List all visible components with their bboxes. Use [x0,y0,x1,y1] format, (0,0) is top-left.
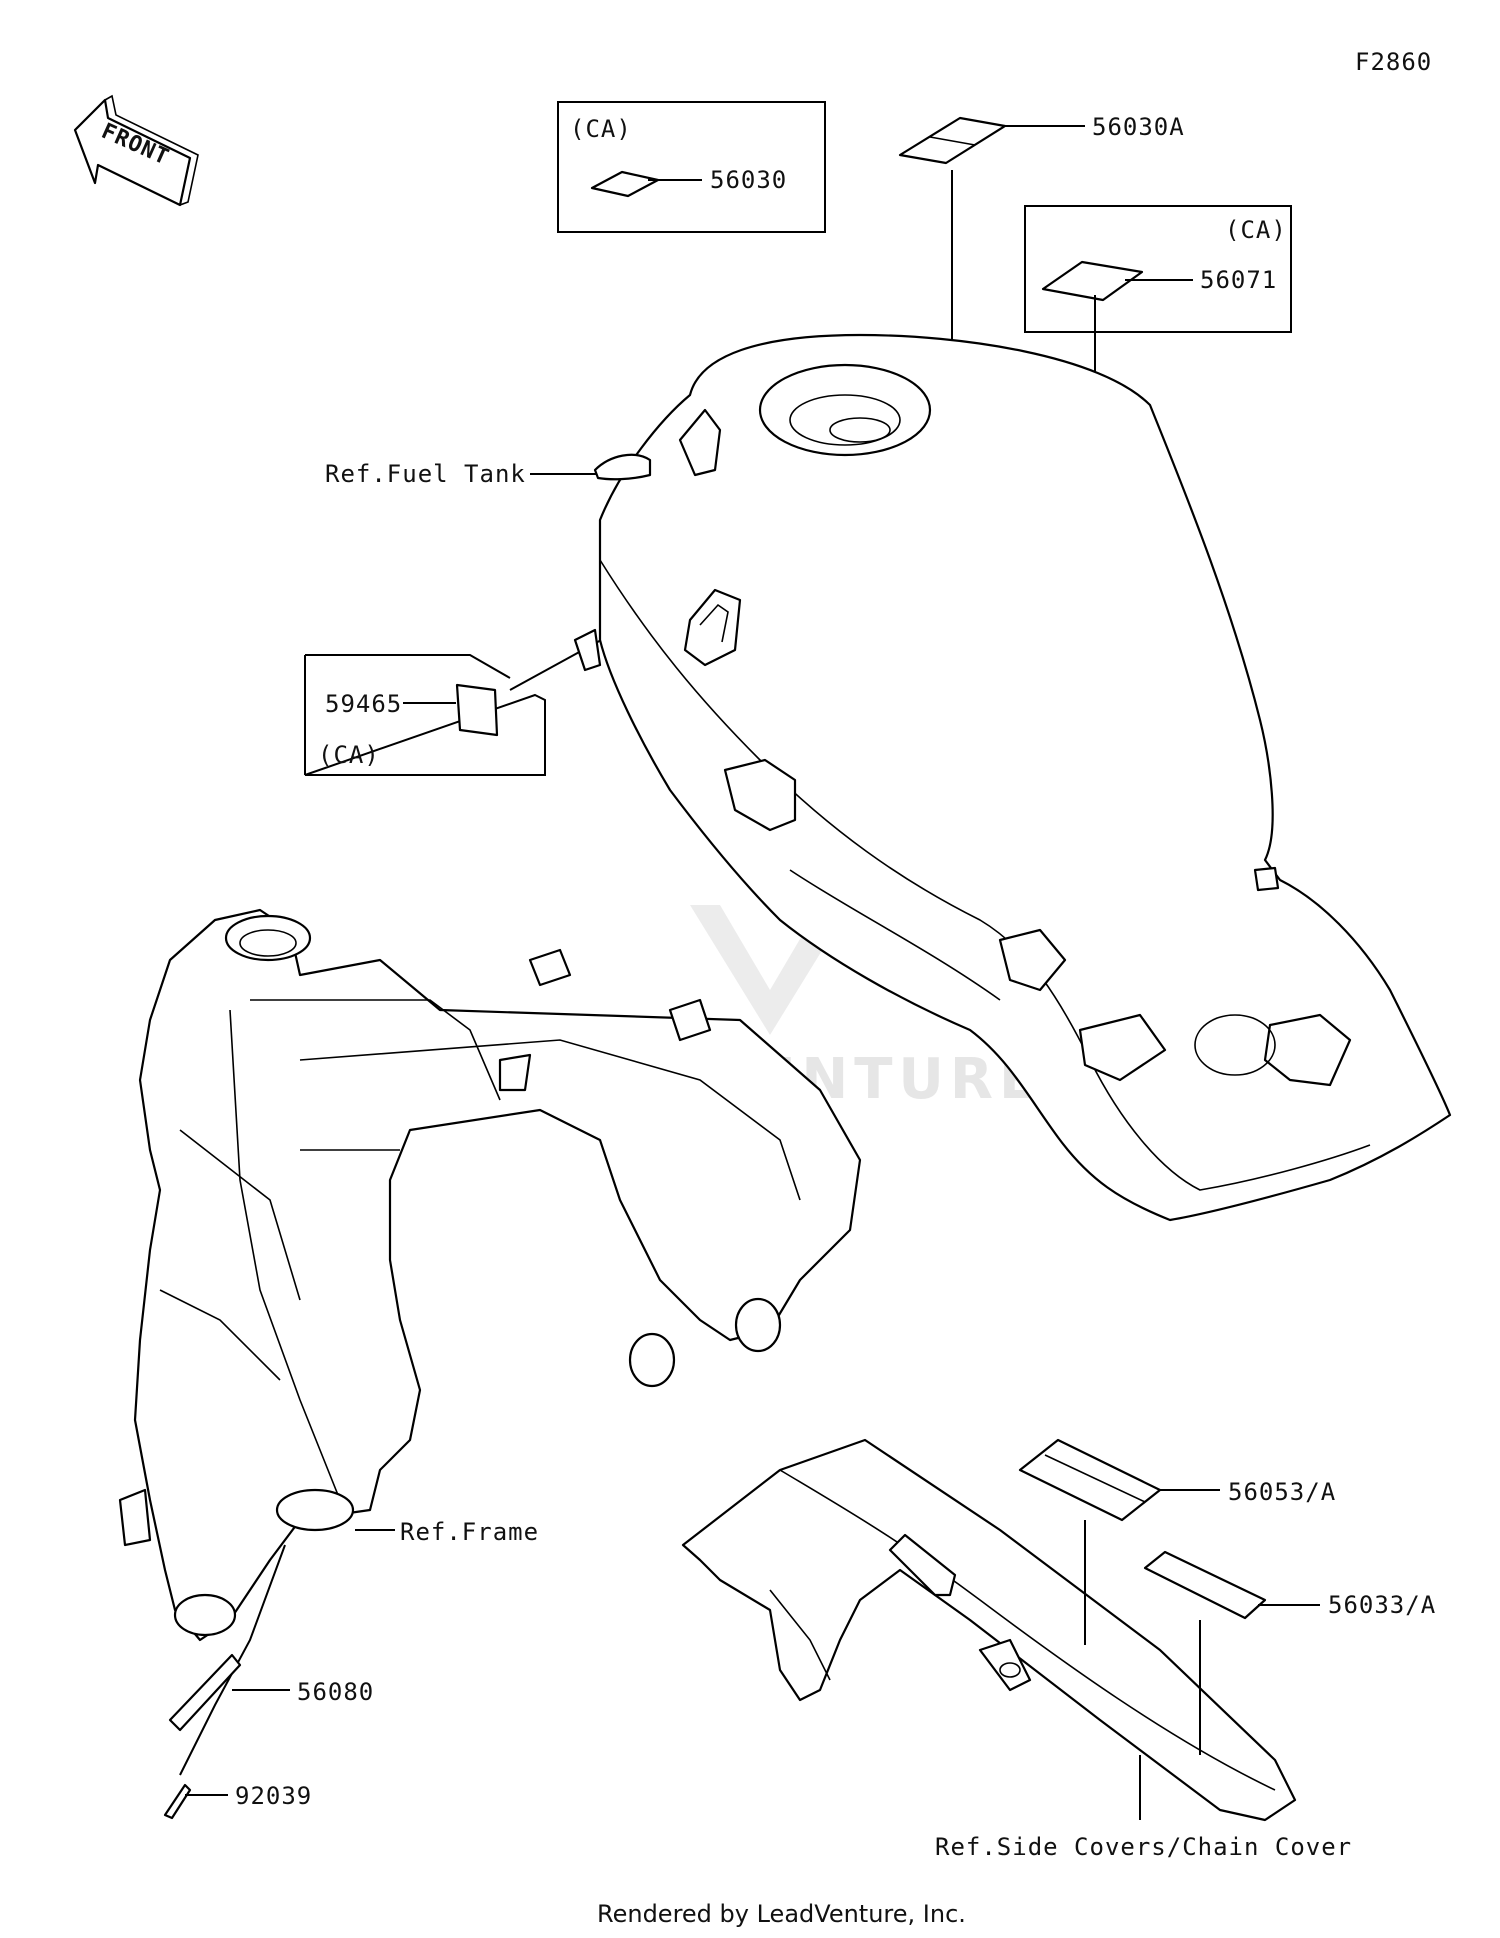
part-56053A: 56053/A [1228,1478,1336,1506]
ca-tag-3: (CA) [318,741,380,769]
ref-fuel-tank: Ref.Fuel Tank [325,460,526,488]
small-parts: 56080 92039 [163,1544,374,1820]
part-56030A: 56030A [1092,113,1185,141]
label-56030A: 56030A [898,113,1185,465]
ca-box-56071: (CA) 56071 [994,205,1292,505]
label-56033A: 56033/A [1143,1550,1436,1755]
chain-cover-drawing [681,1438,1297,1822]
front-arrow-icon: FRONT [73,94,199,207]
fuel-tank-drawing [573,333,1452,1222]
frame-drawing [118,908,862,1642]
label-56053A: 56053/A [1018,1438,1336,1645]
part-92039: 92039 [235,1782,312,1810]
part-56080: 56080 [297,1678,374,1706]
part-56033A: 56033/A [1328,1591,1436,1619]
part-59465: 59465 [325,690,402,718]
ca-box-56030: (CA) 56030 [557,101,826,233]
part-56071: 56071 [1200,266,1277,294]
ref-frame: Ref.Frame [400,1518,539,1546]
ca-box-59465: 59465 (CA) [304,604,666,776]
ca-tag-2: (CA) [1225,216,1287,244]
part-56030: 56030 [710,166,787,194]
footer-credit: Rendered by LeadVenture, Inc. [597,1900,966,1928]
ca-tag-1: (CA) [570,115,632,143]
figure-code: F2860 [1355,48,1432,76]
ref-side-covers: Ref.Side Covers/Chain Cover [935,1833,1352,1861]
